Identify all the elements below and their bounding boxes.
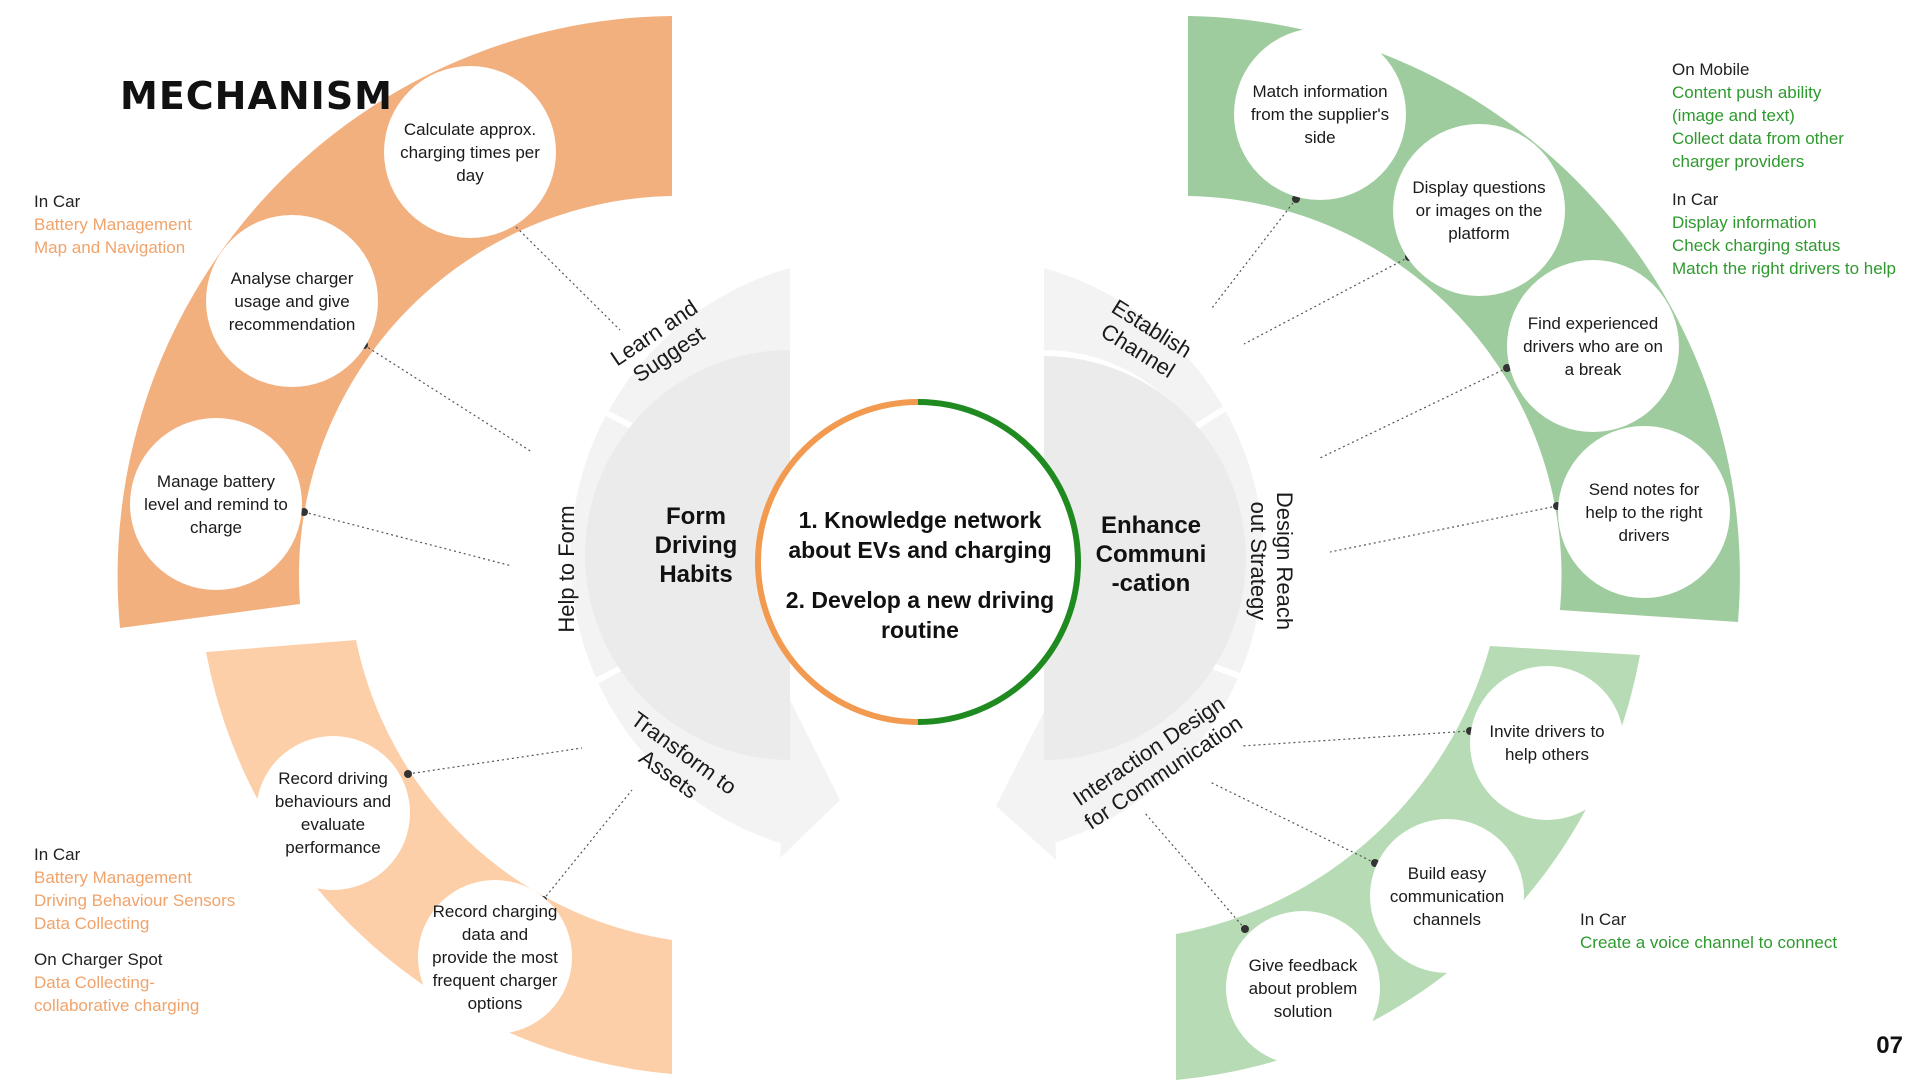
note-item: (image and text) — [1672, 106, 1795, 125]
center-goals: 1. Knowledge network about EVs and charg… — [770, 505, 1070, 645]
connector-build — [1209, 781, 1376, 864]
circle-find-experienced-drivers: Find experienced drivers who are on a br… — [1507, 260, 1679, 432]
note-item: collaborative charging — [34, 996, 200, 1015]
circle-calculate-charging-times: Calculate approx. charging times per day — [384, 66, 556, 238]
goal-1-line1: 1. Knowledge network — [798, 507, 1042, 533]
segment-design-reach-out-strategy: Design Reach out Strategy — [1245, 492, 1297, 630]
core-left-line2: Driving — [654, 532, 738, 559]
core-right-line1: Enhance — [1100, 512, 1202, 539]
connector-display — [1243, 256, 1410, 345]
circle-give-feedback: Give feedback about problem solution — [1226, 911, 1380, 1065]
circle-record-driving-behaviours: Record driving behaviours and evaluate p… — [256, 736, 410, 890]
segment-help-to-form: Help to Form — [554, 505, 579, 633]
core-right-line2: Communi — [1095, 541, 1207, 568]
note-item: Map and Navigation — [34, 238, 186, 257]
circle-send-notes: Send notes for help to the right drivers — [1558, 426, 1730, 598]
note-item: Data Collecting- — [34, 973, 155, 992]
note-item: Battery Management — [34, 215, 192, 234]
note-right-on-mobile: On Mobile Content push ability (image an… — [1672, 58, 1844, 173]
core-left-line1: Form — [666, 503, 726, 530]
note-right-bottom-in-car: In Car Create a voice channel to connect — [1580, 908, 1837, 954]
circle-record-charging-data: Record charging data and provide the mos… — [418, 880, 572, 1034]
circle-match-information: Match information from the supplier's si… — [1234, 28, 1406, 200]
circle-analyse-charger-usage: Analyse charger usage and give recommend… — [206, 215, 378, 387]
connector-dot — [300, 508, 308, 516]
left-divider-1 — [558, 387, 642, 433]
circle-invite-drivers: Invite drivers to help others — [1470, 666, 1624, 820]
connector-match — [1211, 198, 1297, 309]
note-item: Content push ability — [1672, 83, 1822, 102]
connector-manage — [303, 511, 513, 567]
note-head: In Car — [1580, 910, 1627, 929]
connector-record-charging — [542, 789, 633, 901]
connector-dot — [1241, 925, 1249, 933]
center-disc — [758, 402, 1078, 722]
connector-record-driving — [407, 747, 583, 775]
note-item: charger providers — [1672, 152, 1805, 171]
note-item: Create a voice channel to connect — [1580, 933, 1838, 952]
left-ring-arrow — [780, 700, 840, 858]
note-item: Collect data from other — [1672, 129, 1844, 148]
goal-2-line2: routine — [881, 617, 959, 643]
core-form-driving-habits: Form Driving Habits — [636, 502, 756, 589]
connector-calc — [508, 219, 621, 331]
core-enhance-communication: Enhance Communi -cation — [1086, 511, 1216, 598]
connector-dot — [404, 770, 412, 778]
left-inner-disc — [585, 350, 790, 760]
circle-display-questions: Display questions or images on the platf… — [1393, 124, 1565, 296]
note-head: On Charger Spot — [34, 950, 163, 969]
right-divider-1 — [1192, 377, 1272, 431]
right-ring-arrow — [996, 700, 1056, 860]
connector-send — [1329, 505, 1558, 553]
connector-find — [1319, 367, 1508, 459]
center-ring-orange — [755, 399, 919, 725]
note-head: In Car — [34, 192, 81, 211]
circle-manage-battery: Manage battery level and remind to charg… — [130, 418, 302, 590]
right-inner-disc — [1044, 356, 1246, 760]
center-ring-green — [917, 399, 1081, 725]
goal-2-line1: 2. Develop a new driving — [785, 587, 1055, 613]
note-item: Battery Management — [34, 868, 192, 887]
circle-build-channels: Build easy communication channels — [1370, 819, 1524, 973]
note-item: Match the right drivers to help — [1672, 259, 1896, 278]
note-head: In Car — [1672, 190, 1719, 209]
segment-design-line2: out Strategy — [1246, 501, 1272, 621]
core-right-line3: -cation — [1111, 570, 1191, 597]
connector-feedback — [1143, 811, 1246, 930]
note-item: Check charging status — [1672, 236, 1841, 255]
connector-invite — [1241, 730, 1471, 747]
connector-analyse — [363, 344, 533, 453]
note-left-bottom-in-car: In Car Battery Management Driving Behavi… — [34, 843, 235, 935]
segment-design-line1: Design Reach — [1272, 491, 1298, 631]
note-item: Driving Behaviour Sensors — [34, 891, 236, 910]
page-number: 07 — [1876, 1032, 1903, 1059]
core-left-line3: Habits — [659, 561, 733, 588]
note-head: In Car — [34, 845, 81, 864]
note-right-in-car: In Car Display information Check chargin… — [1672, 188, 1896, 280]
note-head: On Mobile — [1672, 60, 1750, 79]
note-item: Display information — [1672, 213, 1817, 232]
note-item: Data Collecting — [34, 914, 150, 933]
note-left-bottom-charger-spot: On Charger Spot Data Collecting- collabo… — [34, 948, 199, 1017]
note-left-top-in-car: In Car Battery Management Map and Naviga… — [34, 190, 192, 259]
goal-1-line2: about EVs and charging — [788, 537, 1052, 563]
page-title: MECHANISM — [120, 74, 393, 118]
